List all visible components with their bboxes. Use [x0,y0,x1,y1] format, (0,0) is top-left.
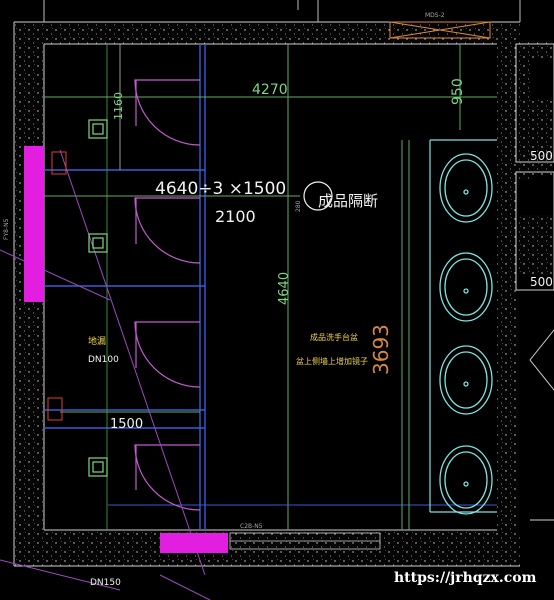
sink-basin [439,445,493,515]
dim-right-box-1: 500 [530,149,553,163]
sink-basin [439,153,493,223]
squat-toilet-icon [88,457,108,477]
dim-top-width: 4270 [252,82,288,98]
vanity-counter [429,139,497,513]
label-pipe-dn100: DN100 [88,355,119,365]
dim-counter-length: 3693 [369,324,393,375]
label-floor-drain: 地漏 [88,335,106,347]
watermark: https://jrhqzx.com [394,570,537,586]
bottom-trench [229,532,381,550]
dim-vertical-total: 4640 [277,272,292,305]
right-wall-boxes [515,43,554,521]
dim-left-top: 1160 [112,92,125,120]
label-left-tag: FY8-N5 [3,218,10,240]
stall-doors [134,79,201,511]
sink-basin [439,252,493,322]
dim-stall-width: 1500 [110,417,143,432]
dimension-lines [44,44,497,530]
label-vanity-1: 成品洗手台盆 [310,332,358,342]
red-tag-marker [47,151,67,421]
magenta-column-left [24,146,44,302]
pipe-runs [0,149,211,600]
dim-mid: 2100 [215,207,256,226]
sink-basin [439,345,493,415]
label-pipe-dn150: DN150 [90,578,121,588]
label-top-tag: MDS-2 [425,12,445,19]
squat-toilet-icon [88,119,108,139]
label-vanity-2: 盆上侧墙上增加镜子 [296,356,368,366]
label-partition-tag: 280 [295,200,302,212]
dim-formula: 4640÷3 ×1500 [155,179,286,199]
magenta-column-bottom [160,533,228,553]
top-structure [43,0,521,39]
squat-toilet-icon [88,233,108,253]
partition-callout-circle [303,181,333,211]
dim-right-box-2: 500 [530,275,553,289]
dim-right-top: 950 [450,78,466,105]
walls [13,21,554,567]
label-bottom-tag: C2B-N5 [240,523,263,530]
label-partition: 成品隔断 [318,192,378,210]
